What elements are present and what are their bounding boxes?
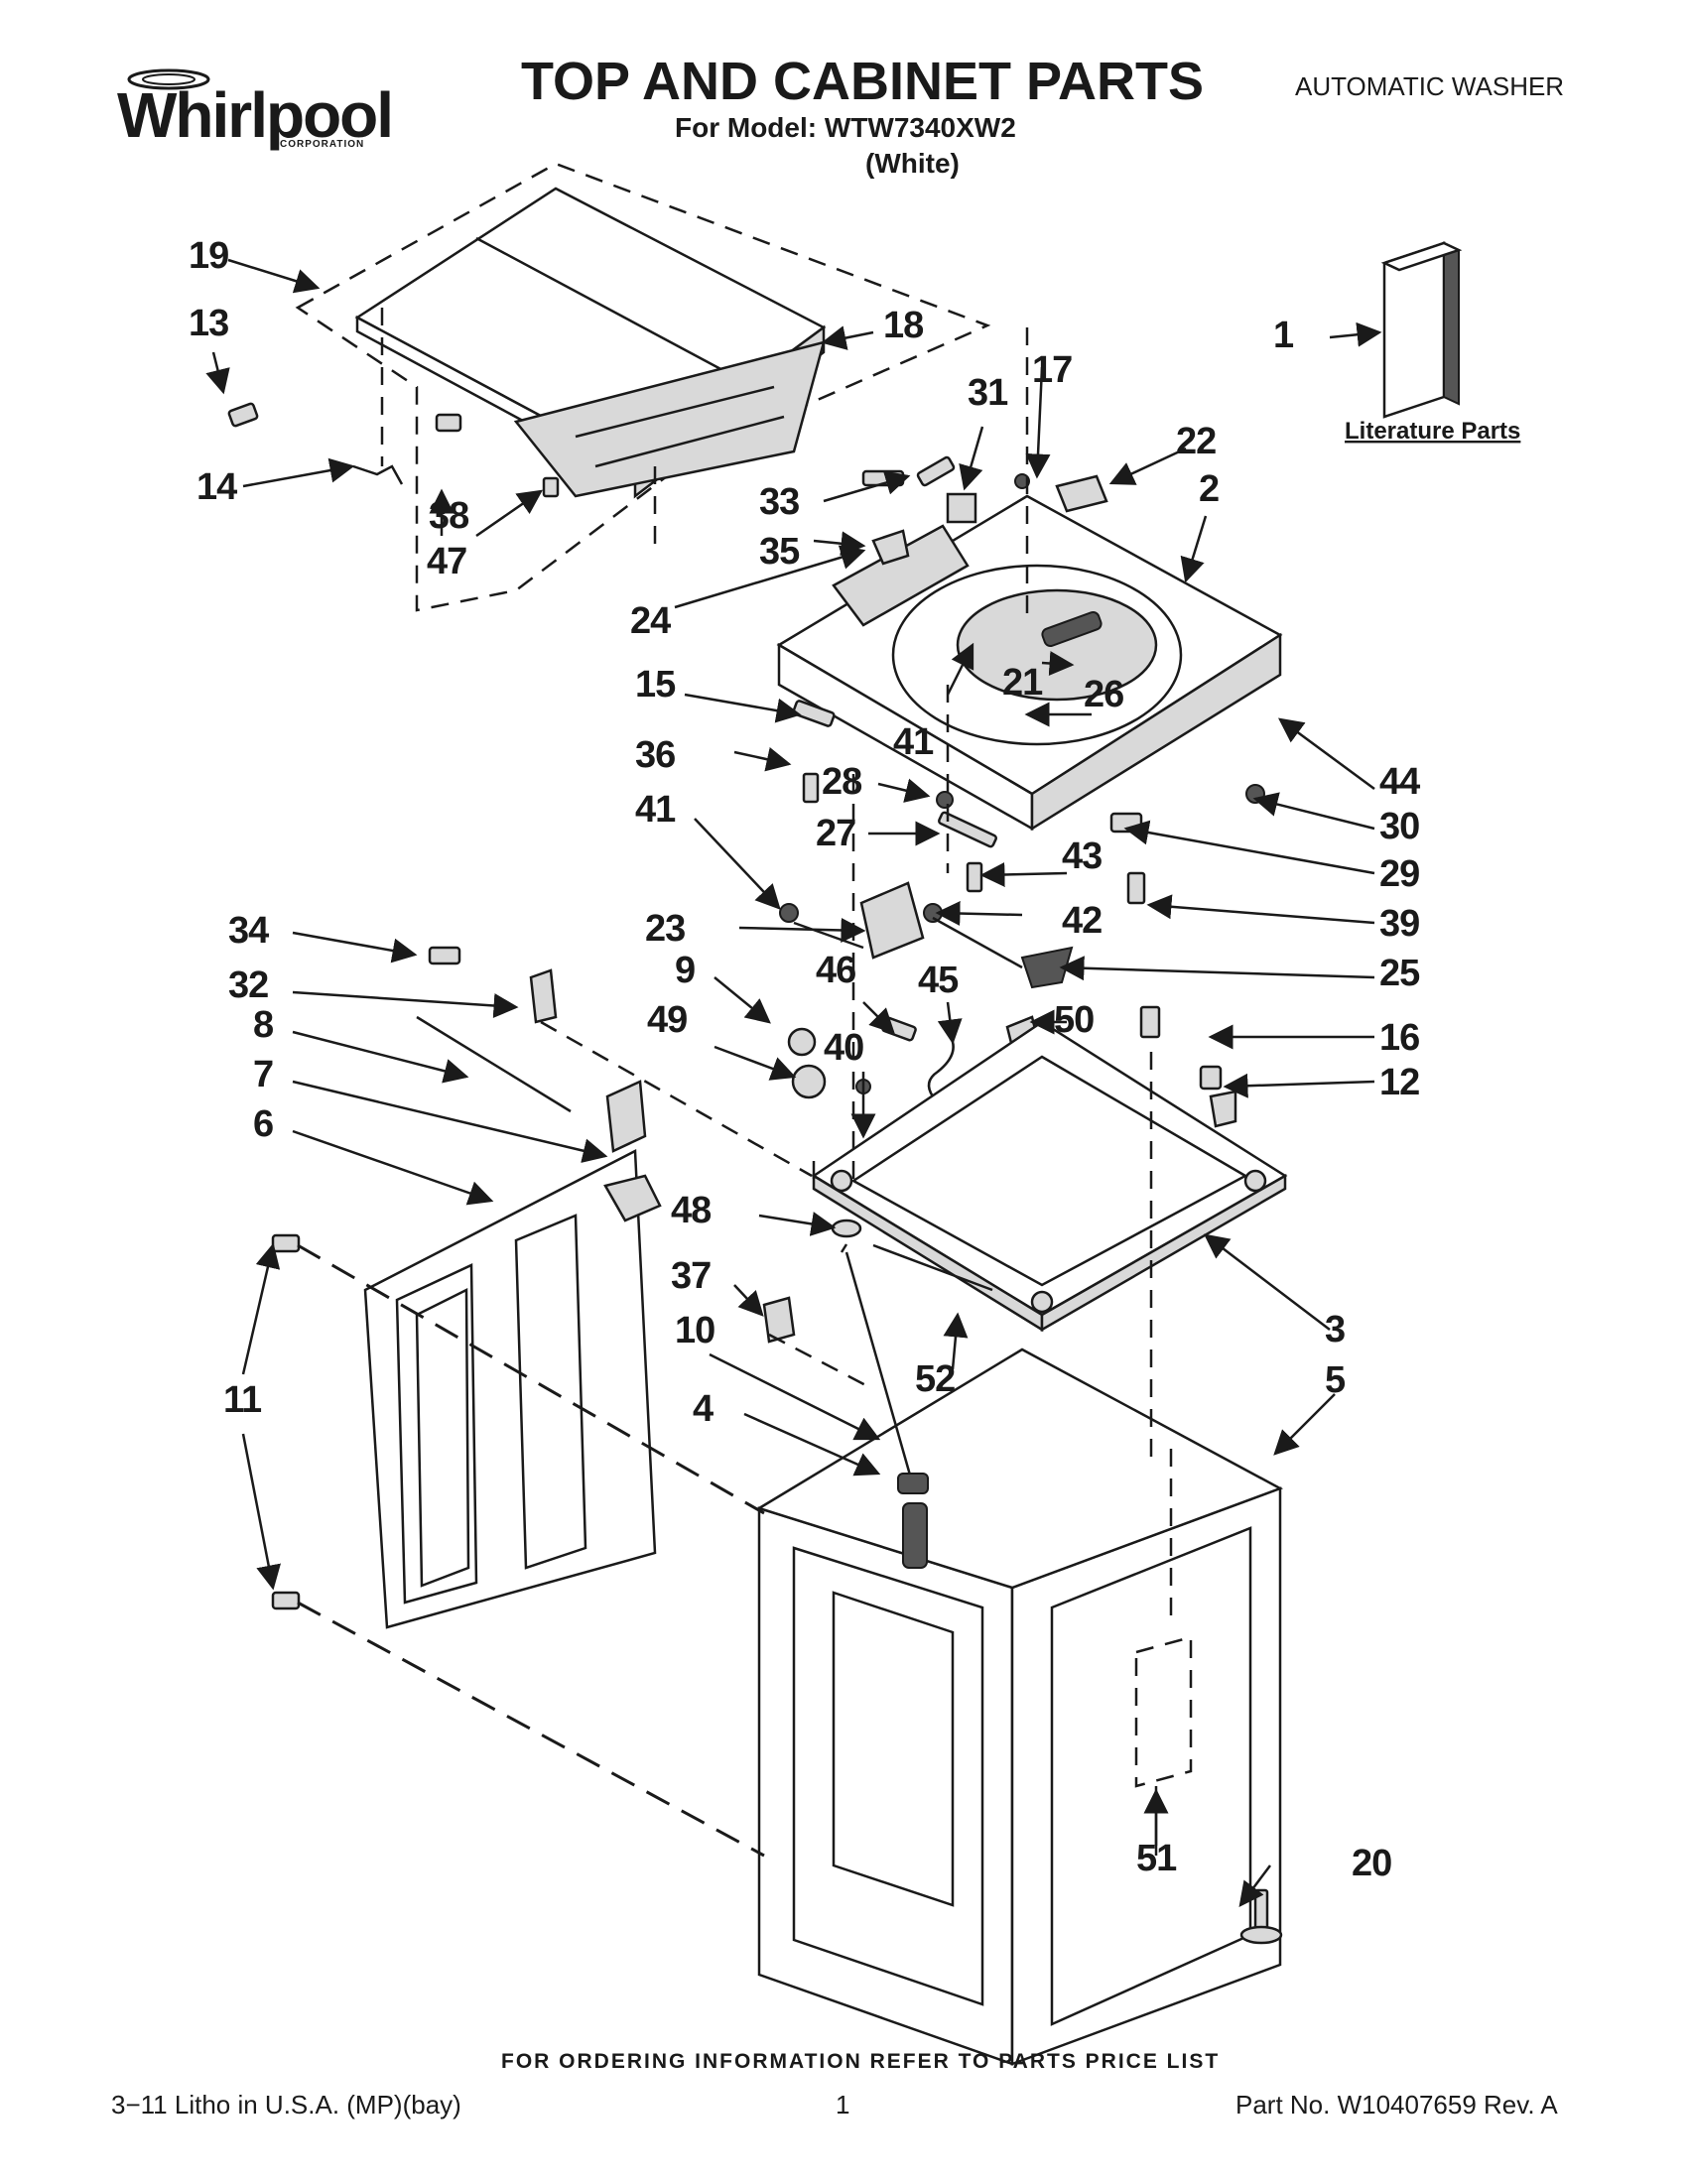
litho-text: 3−11 Litho in U.S.A. (MP)(bay): [111, 2090, 461, 2120]
callout-41-left: 41: [635, 789, 676, 831]
brand-name: Whirlpool: [117, 79, 392, 151]
callout-18: 18: [883, 305, 923, 346]
callout-51: 51: [1136, 1838, 1177, 1879]
lid-screw: [227, 402, 560, 498]
callout-20: 20: [1352, 1843, 1391, 1884]
callout-14: 14: [196, 466, 237, 508]
callout-43: 43: [1062, 835, 1102, 877]
lid-part: [354, 187, 827, 499]
ordering-note: FOR ORDERING INFORMATION REFER TO PARTS …: [501, 2050, 1220, 2073]
callout-1: 1: [1273, 315, 1294, 356]
callout-8: 8: [253, 1004, 273, 1046]
callout-17: 17: [1032, 349, 1072, 391]
callout-23: 23: [645, 908, 685, 950]
top-frame-part: [811, 1020, 1288, 1333]
page-title: TOP AND CABINET PARTS: [521, 52, 1204, 111]
callout-46: 46: [816, 950, 855, 991]
callout-34: 34: [228, 910, 269, 952]
callout-35: 35: [759, 531, 800, 573]
callout-50: 50: [1054, 999, 1094, 1041]
callout-13: 13: [189, 303, 228, 344]
callout-numbers: 1 2 3 4 5 6 7 8 9 10 11 12 13 14 15 16 1…: [189, 235, 1421, 1884]
brand-sub: CORPORATION: [280, 139, 364, 150]
callout-40: 40: [824, 1027, 863, 1069]
callout-36: 36: [635, 734, 675, 776]
callout-4: 4: [693, 1388, 714, 1430]
callout-45: 45: [918, 960, 959, 1001]
suspension-parts: [779, 881, 1237, 1128]
callout-31: 31: [968, 372, 1008, 414]
callout-27: 27: [816, 813, 855, 854]
callout-15: 15: [635, 664, 676, 706]
appliance-category: AUTOMATIC WASHER: [1295, 71, 1564, 101]
whirlpool-logo: Whirlpool CORPORATION: [117, 68, 394, 151]
callout-26: 26: [1084, 674, 1123, 715]
callout-7: 7: [253, 1054, 273, 1095]
callout-29: 29: [1379, 853, 1419, 895]
page-number: 1: [836, 2090, 849, 2120]
callout-41-center: 41: [893, 721, 934, 763]
model-line: For Model: WTW7340XW2: [675, 112, 1016, 143]
callout-24: 24: [630, 600, 671, 642]
callout-9: 9: [675, 950, 695, 991]
callout-12: 12: [1379, 1062, 1419, 1103]
callout-49: 49: [647, 999, 687, 1041]
callout-28: 28: [822, 761, 861, 803]
callout-19: 19: [189, 235, 228, 277]
callout-37: 37: [671, 1255, 711, 1297]
callout-5: 5: [1325, 1359, 1346, 1401]
rear-panel-small-parts: [271, 946, 647, 1610]
color-line: (White): [865, 148, 960, 179]
callout-47: 47: [427, 541, 466, 582]
callout-6: 6: [253, 1103, 273, 1145]
callout-44: 44: [1379, 761, 1420, 803]
callout-32: 32: [228, 964, 268, 1006]
callout-3: 3: [1325, 1309, 1345, 1350]
callout-22: 22: [1176, 421, 1216, 462]
callout-33: 33: [759, 481, 799, 523]
hose-and-bracket-parts: [762, 1219, 993, 1569]
part-number: Part No. W10407659 Rev. A: [1235, 2090, 1558, 2120]
lid-hinge: [352, 464, 404, 485]
callout-48: 48: [671, 1190, 711, 1231]
literature-part-icon: [1380, 241, 1463, 419]
callout-2: 2: [1199, 468, 1219, 510]
rear-panel-part: [363, 1149, 662, 1629]
callout-10: 10: [675, 1310, 714, 1351]
callout-21: 21: [1002, 662, 1043, 704]
cabinet-part: [755, 1348, 1284, 2066]
literature-parts-label: Literature Parts: [1345, 418, 1520, 445]
leader-lines: [205, 258, 1382, 1907]
callout-42: 42: [1062, 900, 1102, 942]
callout-16: 16: [1379, 1017, 1419, 1059]
callout-39: 39: [1379, 903, 1419, 945]
callout-11-left: 11: [223, 1379, 262, 1421]
callout-52: 52: [915, 1358, 955, 1400]
callout-25: 25: [1379, 953, 1420, 994]
callout-38: 38: [429, 495, 468, 537]
callout-30: 30: [1379, 806, 1419, 847]
lid-assembly-boundary: [295, 162, 991, 612]
